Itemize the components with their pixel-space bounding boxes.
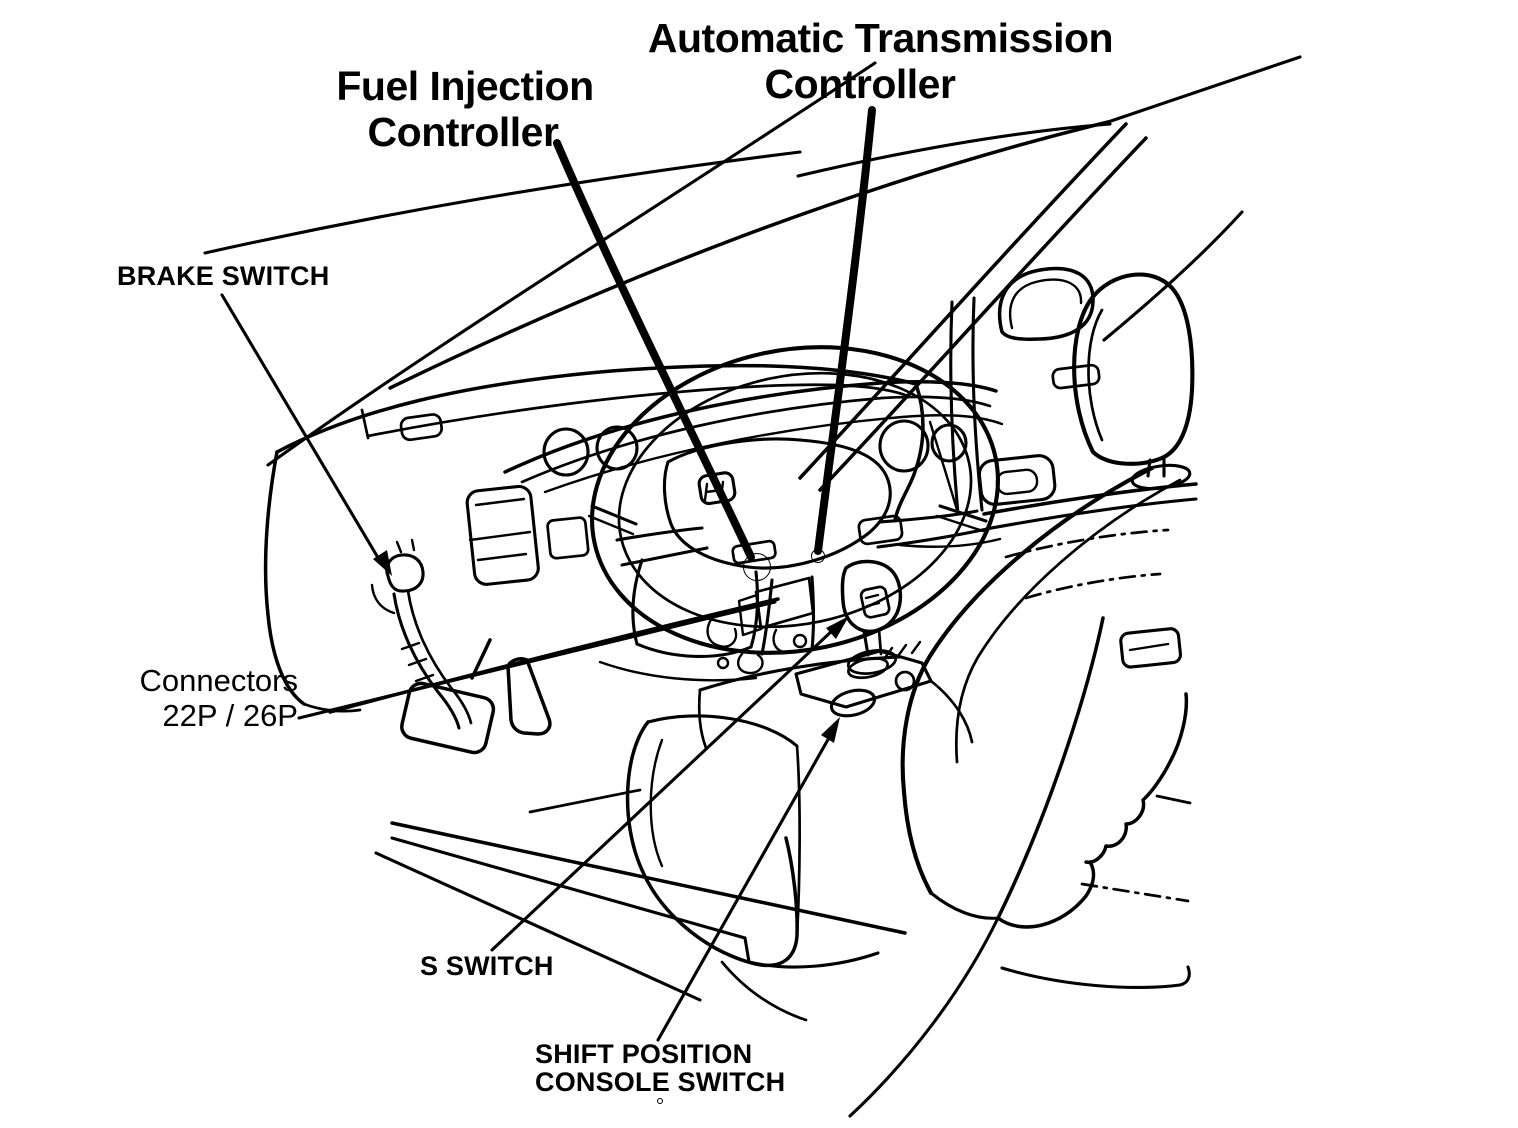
center-console-and-shifter bbox=[697, 559, 974, 750]
passenger-seat bbox=[900, 272, 1195, 929]
accelerator-pedal-icon bbox=[506, 657, 552, 736]
gauge-icon bbox=[878, 419, 930, 473]
callout-dot bbox=[743, 553, 771, 581]
gauge-icon bbox=[595, 425, 639, 471]
leader-shift-position-console-switch bbox=[656, 717, 840, 1042]
headrest-icon bbox=[1072, 272, 1195, 491]
steering-column-wiring bbox=[598, 558, 808, 682]
shift-knob-icon bbox=[840, 559, 903, 634]
leader-fuel-injection-controller bbox=[553, 139, 771, 581]
label-s-switch: S SWITCH bbox=[420, 951, 554, 981]
label-automatic-transmission-line1: Automatic Transmission bbox=[647, 15, 1114, 61]
windshield-and-roof bbox=[203, 55, 1302, 467]
driver-seat bbox=[625, 714, 808, 1022]
s-switch-button bbox=[859, 585, 891, 619]
arrowhead-icon bbox=[373, 550, 392, 576]
pedals bbox=[400, 638, 552, 755]
floor-sill-lines bbox=[374, 788, 1192, 1118]
arrowhead-icon bbox=[826, 616, 849, 639]
label-connectors-line2: 22P / 26P bbox=[162, 698, 298, 733]
leader-automatic-transmission-controller bbox=[811, 106, 876, 563]
callout-dot bbox=[811, 549, 825, 563]
label-fuel-injection-line2: Controller bbox=[367, 109, 559, 155]
brake-pedal-icon bbox=[400, 681, 496, 755]
leader-s-switch bbox=[490, 616, 849, 952]
label-automatic-transmission-line2: Controller bbox=[764, 61, 956, 107]
steering-wheel bbox=[590, 345, 1000, 656]
label-brake-switch: BRAKE SWITCH bbox=[117, 261, 330, 291]
label-shift-position-line1: SHIFT POSITION bbox=[535, 1039, 753, 1069]
label-shift-position-line2: CONSOLE SWITCH bbox=[535, 1067, 786, 1097]
arrowhead-icon bbox=[821, 717, 840, 743]
leader-connectors bbox=[297, 600, 777, 720]
gauge-icon bbox=[542, 427, 590, 477]
stray-dot bbox=[657, 1098, 663, 1104]
label-fuel-injection-line1: Fuel Injection bbox=[336, 63, 594, 109]
label-connectors-line1: Connectors bbox=[139, 663, 298, 698]
gauge-icon bbox=[930, 423, 968, 463]
shift-position-console-switch-part bbox=[829, 688, 877, 718]
leader-brake-switch bbox=[220, 293, 392, 576]
dashboard bbox=[263, 363, 1002, 714]
